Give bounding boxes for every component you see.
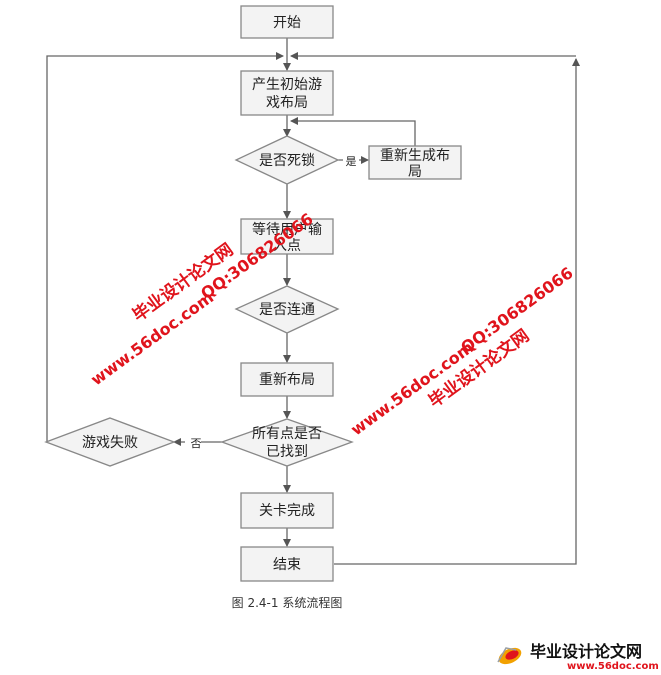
- level-done-label: 关卡完成: [259, 503, 315, 519]
- init-label-line2: 戏布局: [266, 95, 308, 111]
- logo-emblem-icon: [497, 647, 522, 665]
- node-game-over-decision: 游戏失败: [44, 417, 176, 467]
- start-label: 开始: [273, 15, 301, 31]
- node-start: 开始: [240, 5, 334, 39]
- edge-end-loop: [334, 58, 580, 565]
- node-end: 结束: [240, 546, 334, 582]
- figure-caption: 图 2.4-1 系统流程图: [232, 595, 343, 610]
- allfound-label-line1: 所有点是否: [252, 426, 322, 442]
- connected-label: 是否连通: [259, 302, 315, 318]
- yes-label: 是: [346, 155, 357, 168]
- logo-name: 毕业设计论文网: [530, 642, 642, 661]
- node-deadlock-decision: 是否死锁: [234, 135, 340, 185]
- node-connected-decision: 是否连通: [234, 285, 340, 334]
- node-wait-input: 等待用户输 入点: [240, 218, 334, 255]
- regen-label-line1: 重新生成布: [380, 148, 450, 164]
- init-label-line1: 产生初始游: [252, 76, 322, 93]
- end-label: 结束: [273, 557, 301, 573]
- wait-label-line2: 入点: [273, 238, 301, 254]
- node-allfound-decision: 所有点是否 已找到: [220, 418, 354, 467]
- node-init-layout: 产生初始游 戏布局: [240, 70, 334, 116]
- wait-label-line1: 等待用户输: [252, 221, 322, 238]
- edge-regen-loop: [290, 117, 416, 146]
- regen-label-line2: 局: [408, 164, 422, 180]
- yes-label-bg: [343, 152, 359, 168]
- site-logo: 毕业设计论文网 www.56doc.com: [497, 642, 659, 672]
- relayout-label: 重新布局: [259, 372, 315, 388]
- node-regenerate: 重新生成布 局: [368, 145, 462, 180]
- deadlock-label: 是否死锁: [259, 153, 315, 169]
- node-relayout: 重新布局: [240, 362, 334, 397]
- edge-fail-loop: [46, 52, 284, 442]
- allfound-label-line2: 已找到: [266, 444, 308, 460]
- connectors: [46, 38, 580, 565]
- no-label: 否: [191, 437, 202, 450]
- watermark-right: www.56doc.com QQ:306826066 毕业设计论文网: [347, 263, 576, 439]
- no-label-bg: [185, 434, 201, 450]
- fail-label: 游戏失败: [82, 435, 138, 451]
- logo-url: www.56doc.com: [567, 661, 659, 672]
- node-level-complete: 关卡完成: [240, 492, 334, 529]
